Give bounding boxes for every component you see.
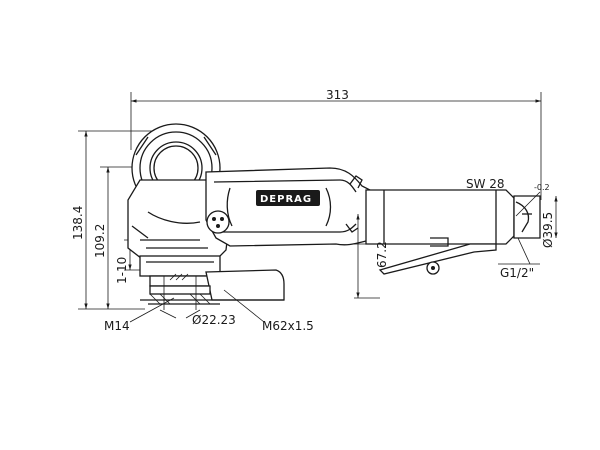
callout-flange: M62x1.5 [223,289,314,333]
height-total-label: 138.4 [71,206,85,240]
motor-housing: DEPRAG [205,167,371,247]
depth-range-label: 1-10 [115,257,129,284]
wrench-tolerance-label: -0.2 [534,183,550,192]
dimension-handle-height: 67.2 [354,214,410,299]
callout-m14: M14 [104,297,175,333]
handle [365,189,541,245]
overall-length-label: 313 [326,88,349,102]
callout-wrench-size: SW 28 -0.2 [466,177,550,217]
brand-label: DEPRAG [260,194,312,205]
brand-plate [256,190,320,206]
wrench-size-label: SW 28 [466,177,505,191]
inlet-thread-label: G1/2" [500,266,534,280]
callout-inlet-thread: G1/2" [498,237,540,280]
guard-plate [205,269,285,301]
handle-height-label: 67.2 [375,241,389,268]
dimension-overall-length: 313 [130,88,542,200]
spindle-assembly [139,255,285,310]
throttle-lever [378,237,497,275]
callout-bore: Ø22.23 [159,309,236,327]
inlet-diameter-label: Ø39.5 [541,212,555,248]
bore-diameter-label: Ø22.23 [192,313,236,327]
callout-inlet-diameter: Ø39.5 [541,196,558,248]
flange-thread-label: M62x1.5 [262,319,314,333]
height-spindle-label: 109.2 [93,224,107,258]
spindle-thread-label: M14 [104,319,130,333]
